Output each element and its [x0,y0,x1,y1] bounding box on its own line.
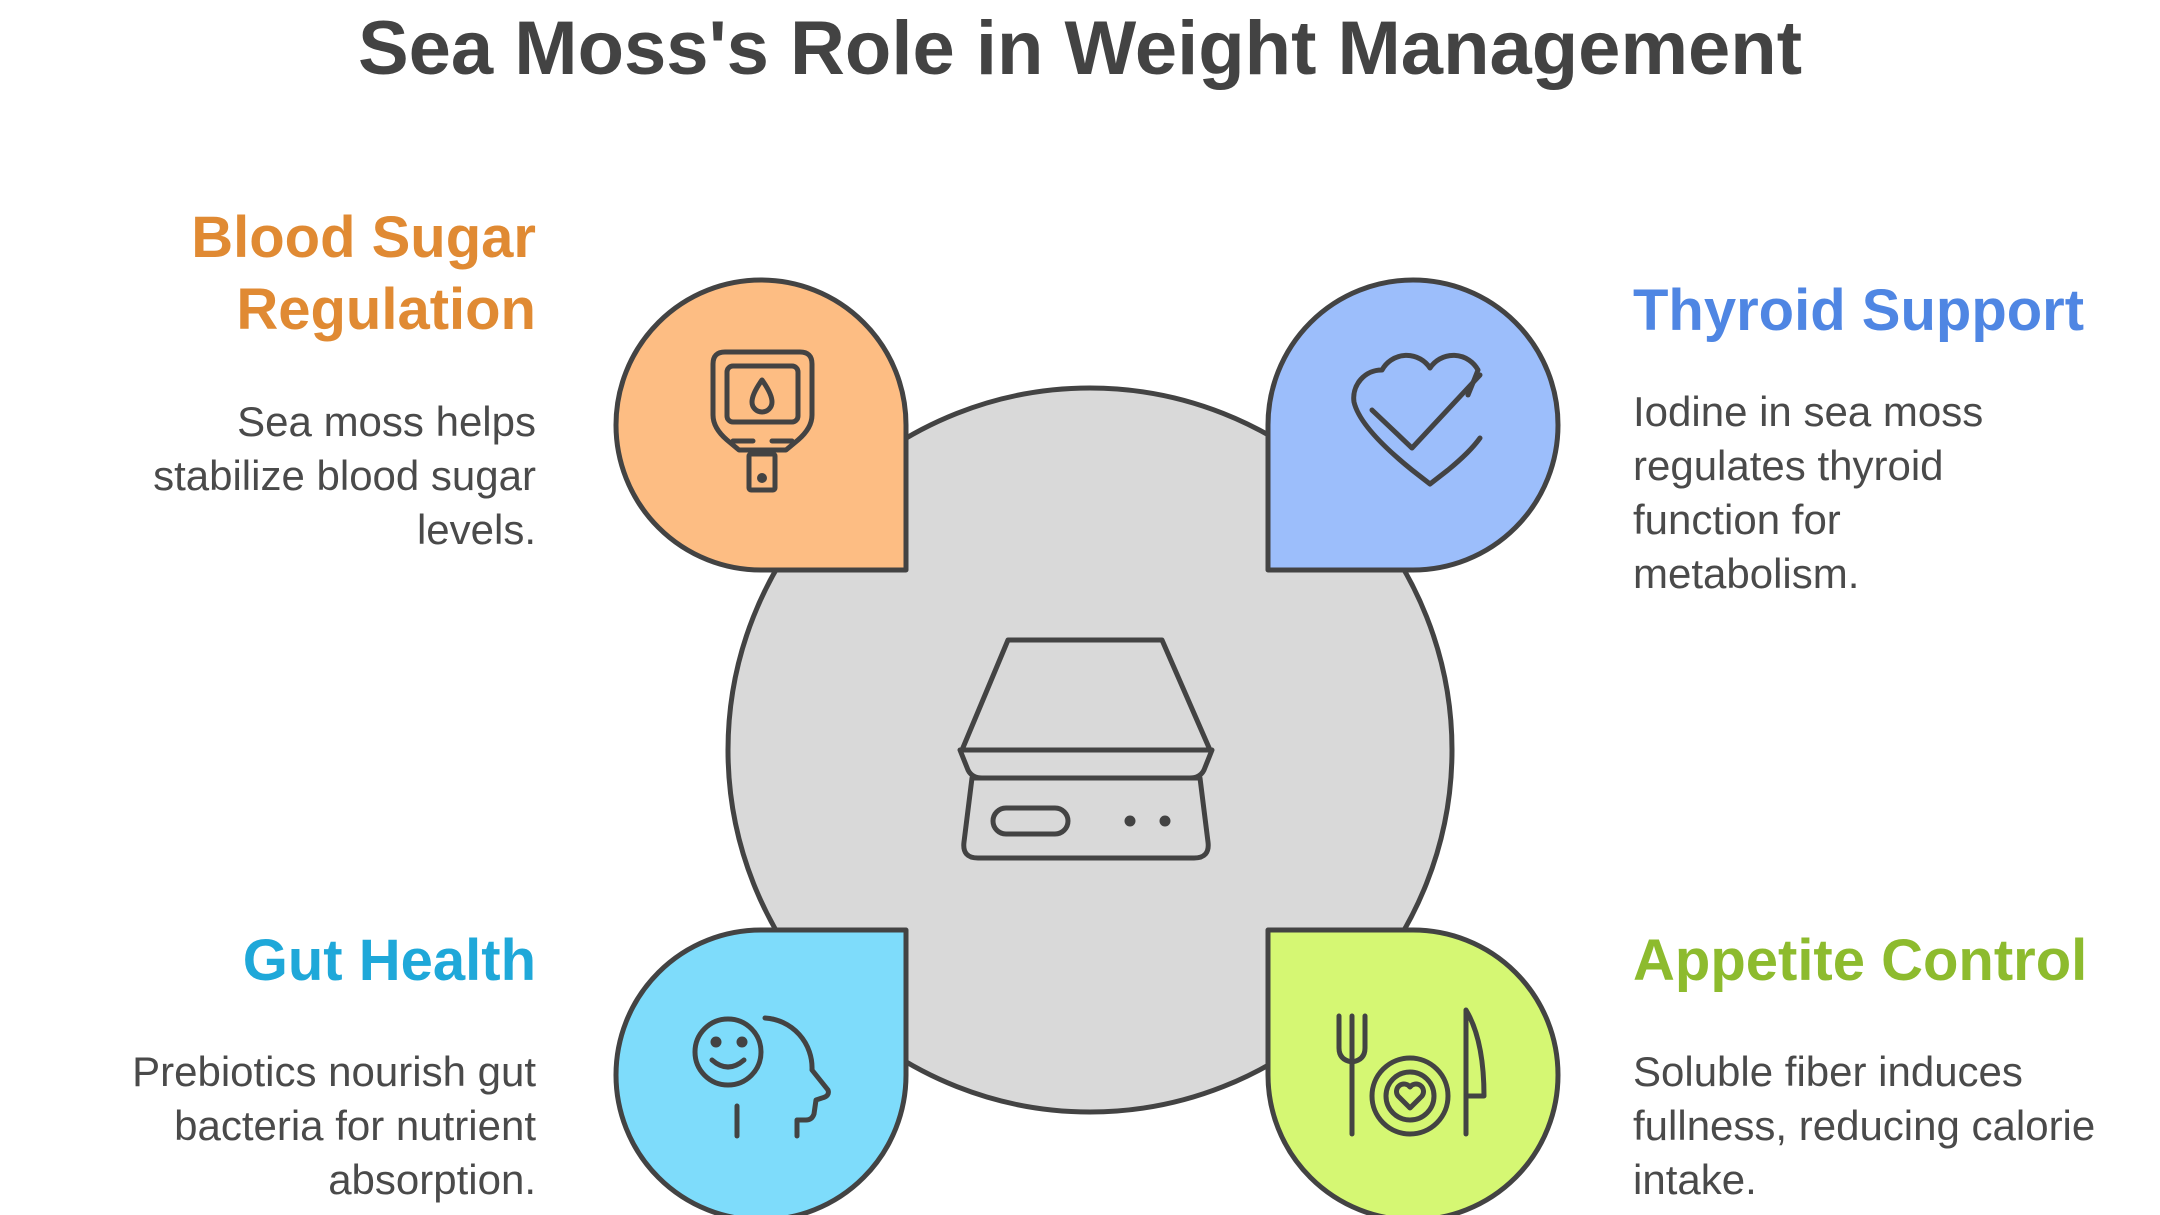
heart-check-icon [1351,352,1483,487]
desc-appetite: Soluble fiber induces fullness, reducing… [1633,1048,2096,1203]
petal-thyroid [1265,277,1561,573]
kitchen-scale-icon [957,637,1215,861]
desc-thyroid: Iodine in sea moss regulates thyroid fun… [1633,388,1984,597]
desc-gut-health: Prebiotics nourish gut bacteria for nutr… [132,1048,536,1203]
smiling-head-icon [692,1015,831,1139]
heading-thyroid: Thyroid Support [1633,278,2085,343]
heading-gut-health: Gut Health [242,928,536,993]
petal-blood-sugar [613,277,909,573]
glucose-meter-icon [710,349,815,493]
heading-blood-sugar: Blood Sugar Regulation [191,205,536,342]
desc-blood-sugar: Sea moss helps stabilize blood sugar lev… [153,398,536,553]
page-title: Sea Moss's Role in Weight Management [357,6,1803,91]
heading-appetite: Appetite Control [1633,928,2088,993]
plate-utensils-icon [1336,1007,1487,1137]
petal-gut-health [613,927,909,1215]
